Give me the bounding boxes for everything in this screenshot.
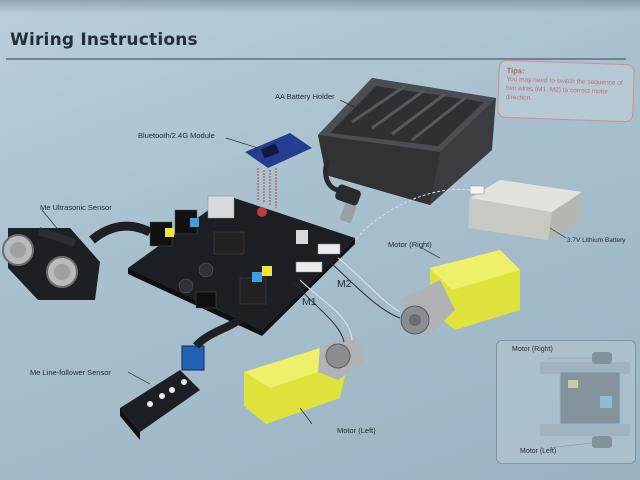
ultrasonic-leader <box>41 209 61 233</box>
motor-left-wire-b <box>293 281 345 343</box>
inset-panel <box>496 340 636 464</box>
aa-battery-holder <box>318 78 496 205</box>
inset-motor-left-label: Motor (Left) <box>520 448 557 455</box>
ultrasonic-cable <box>89 221 153 244</box>
motor-left-leader <box>299 407 313 425</box>
tips-box: Tips: You may need to switch the sequenc… <box>497 59 635 123</box>
bluetooth-label: Bluetooth/2.4G Module <box>138 131 215 140</box>
inset-motor-right-label: Motor (Right) <box>512 346 553 353</box>
motor-right-label: Motor (Right) <box>388 240 432 249</box>
line-follower-cable <box>192 309 252 349</box>
lithium-wire <box>354 188 471 241</box>
m1-port-label: M1 <box>302 296 317 308</box>
motor-left-wire-a <box>299 279 353 341</box>
lithium-leader <box>549 227 567 239</box>
motor-right-wire-a <box>337 257 401 313</box>
ultrasonic-sensor <box>2 227 100 300</box>
bluetooth-leader <box>225 137 259 149</box>
title-divider <box>6 58 626 60</box>
tips-body: You may need to switch the sequence of t… <box>505 75 623 102</box>
line-follower-sensor <box>120 345 205 440</box>
line-follower-leader <box>127 371 151 385</box>
ultrasonic-label: Me Ultrasonic Sensor <box>40 203 112 212</box>
motor-right-wire-b <box>329 261 401 319</box>
motor-left-label: Motor (Left) <box>337 426 376 435</box>
bluetooth-module <box>245 133 312 208</box>
page-title: Wiring Instructions <box>10 30 198 50</box>
page-edge-shadow <box>0 0 640 14</box>
battery-leader <box>339 99 361 111</box>
motor-left <box>244 336 366 424</box>
lithium-battery <box>468 180 582 240</box>
battery-holder-label: AA Battery Holder <box>275 92 335 101</box>
battery-cable <box>323 159 341 193</box>
dc-plug <box>335 184 361 223</box>
m2-port-label: M2 <box>337 278 352 290</box>
motor-right-leader <box>419 246 441 259</box>
motor-right <box>400 250 520 335</box>
line-follower-label: Me Line-follower Sensor <box>30 368 111 377</box>
lithium-label: 3.7V Lithium Battery <box>567 237 626 244</box>
